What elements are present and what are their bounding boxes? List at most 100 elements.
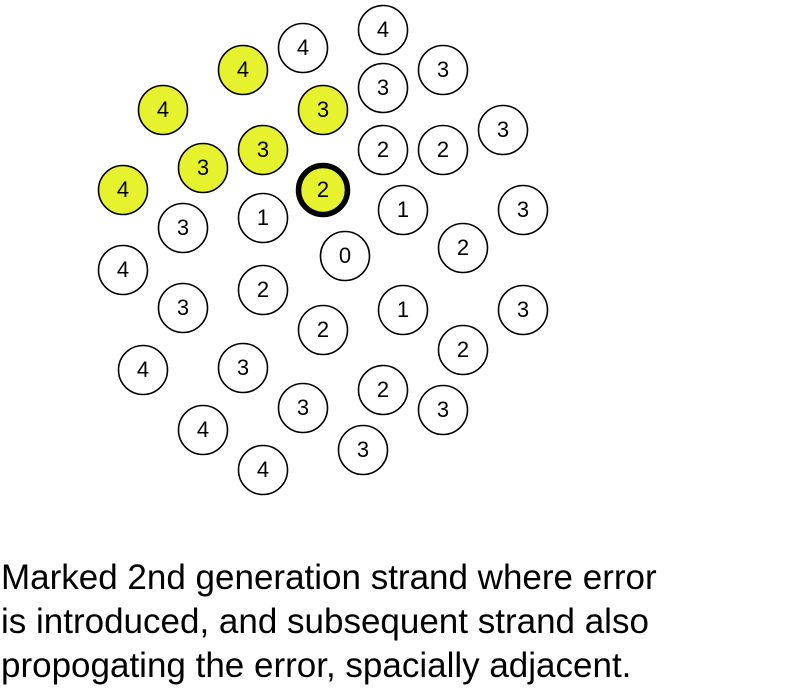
strand-circle — [297, 84, 349, 136]
strand: 3 — [497, 284, 549, 336]
strand-generation-label: 3 — [377, 75, 389, 100]
strand: 1 — [377, 184, 429, 236]
strand-generation-label: 3 — [497, 117, 509, 142]
strand-circle — [337, 424, 389, 476]
strand-generation-label: 0 — [339, 243, 351, 268]
strand-circle — [377, 284, 429, 336]
strand: 2 — [357, 364, 409, 416]
strand-generation-label: 3 — [437, 57, 449, 82]
strand-circle — [217, 342, 269, 394]
strand: 4 — [357, 4, 409, 56]
strand-generation-label: 3 — [437, 397, 449, 422]
strand-generation-label: 3 — [317, 97, 329, 122]
strand-circle — [137, 84, 189, 136]
strand-circle — [277, 22, 329, 74]
strand-generation-label: 2 — [317, 317, 329, 342]
strand: 3 — [357, 62, 409, 114]
strand-circle — [297, 304, 349, 356]
strand-generation-label: 2 — [317, 177, 329, 202]
highlighted-strand: 4 — [137, 84, 189, 136]
strand-circle — [277, 382, 329, 434]
strand-generation-label: 3 — [237, 355, 249, 380]
strand: 2 — [437, 324, 489, 376]
strand-circle — [237, 444, 289, 496]
caption-line-2: is introduced, and subsequent strand als… — [1, 602, 649, 641]
strand: 3 — [417, 44, 469, 96]
highlighted-strand: 3 — [177, 142, 229, 194]
strand: 3 — [277, 382, 329, 434]
strand-circle — [377, 184, 429, 236]
strand-generation-label: 2 — [377, 137, 389, 162]
strand-generation-label: 2 — [457, 235, 469, 260]
strand-generation-label: 4 — [257, 457, 269, 482]
strand: 4 — [177, 404, 229, 456]
strand-generation-label: 3 — [357, 437, 369, 462]
strand: 1 — [237, 192, 289, 244]
strand-generation-label: 4 — [237, 57, 249, 82]
strand-circle — [319, 230, 371, 282]
strand-generation-label: 1 — [397, 197, 409, 222]
strand: 4 — [97, 244, 149, 296]
strand-circle — [437, 324, 489, 376]
strand-generation-label: 4 — [197, 417, 209, 442]
highlighted-strand: 3 — [237, 124, 289, 176]
highlighted-strand: 3 — [297, 84, 349, 136]
strand-circle — [237, 192, 289, 244]
strand-circle — [117, 344, 169, 396]
strand-circle — [437, 222, 489, 274]
strand-generation-label: 4 — [137, 357, 149, 382]
strand-generation-label: 3 — [297, 395, 309, 420]
strand-generation-label: 1 — [397, 297, 409, 322]
strand: 3 — [337, 424, 389, 476]
strand-circle — [217, 44, 269, 96]
strand-circle — [295, 162, 351, 218]
strand-generation-label: 4 — [117, 177, 129, 202]
strand: 3 — [417, 384, 469, 436]
strand: 4 — [117, 344, 169, 396]
strand-circle — [237, 124, 289, 176]
strand-circle — [357, 124, 409, 176]
strand-circle — [157, 202, 209, 254]
strand: 1 — [377, 284, 429, 336]
strand-generation-label: 1 — [257, 205, 269, 230]
strand-circle — [477, 104, 529, 156]
strand-circle — [97, 244, 149, 296]
marked-strand: 2 — [295, 162, 351, 218]
strand-circle — [177, 142, 229, 194]
strand-circle — [417, 44, 469, 96]
strand-circle — [97, 164, 149, 216]
strand: 2 — [297, 304, 349, 356]
strand-generation-label: 3 — [177, 215, 189, 240]
strand: 0 — [319, 230, 371, 282]
strand: 2 — [357, 124, 409, 176]
strand-generation-label: 2 — [437, 137, 449, 162]
strand-generation-label: 4 — [297, 35, 309, 60]
caption: Marked 2nd generation strand where error… — [1, 556, 785, 688]
strand-circle — [357, 4, 409, 56]
strand-generation-label: 2 — [457, 337, 469, 362]
strand: 2 — [237, 264, 289, 316]
strand-generation-label: 3 — [177, 295, 189, 320]
caption-line-3: propogating the error, spacially adjacen… — [1, 646, 632, 685]
strand-circle — [497, 184, 549, 236]
strand-generation-label: 3 — [257, 137, 269, 162]
strand: 3 — [157, 202, 209, 254]
strand-circle — [157, 282, 209, 334]
strand: 3 — [157, 282, 209, 334]
strand-circle — [357, 364, 409, 416]
strand-generation-label: 2 — [257, 277, 269, 302]
strand-circle — [417, 124, 469, 176]
strand-generation-label: 3 — [517, 297, 529, 322]
strand: 2 — [437, 222, 489, 274]
strand-generation-label: 4 — [157, 97, 169, 122]
strand: 2 — [417, 124, 469, 176]
strand-circle — [237, 264, 289, 316]
strand-generation-label: 4 — [117, 257, 129, 282]
strand-generation-label: 2 — [377, 377, 389, 402]
highlighted-strand: 4 — [217, 44, 269, 96]
strand-circle — [497, 284, 549, 336]
strand: 3 — [477, 104, 529, 156]
caption-line-1: Marked 2nd generation strand where error — [1, 558, 657, 597]
strand: 4 — [237, 444, 289, 496]
